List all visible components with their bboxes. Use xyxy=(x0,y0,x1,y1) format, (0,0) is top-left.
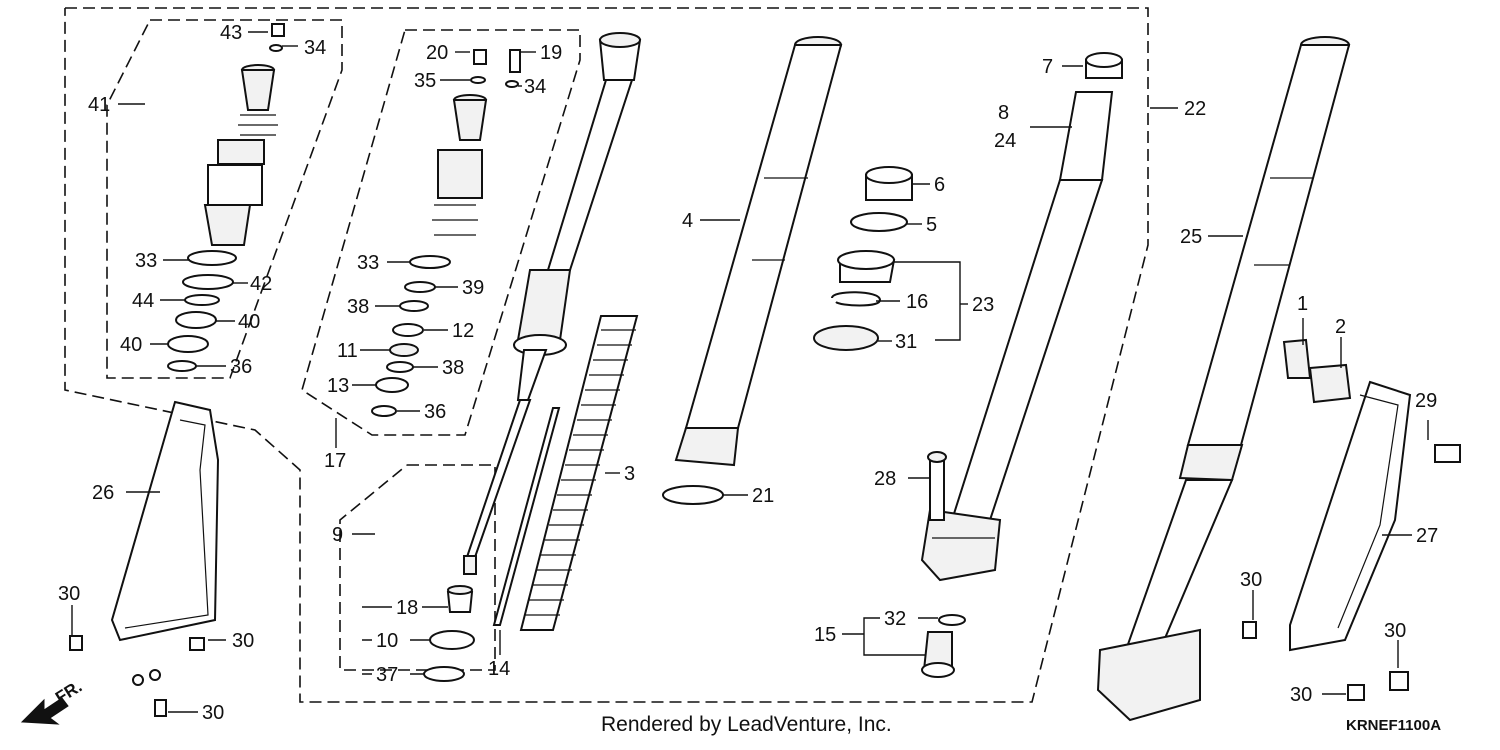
part-label-28: 28 xyxy=(874,468,896,490)
part-label-30b: 30 xyxy=(232,630,254,652)
part-label-32: 32 xyxy=(884,608,906,630)
air-valve-15 xyxy=(921,614,966,678)
part-label-6: 6 xyxy=(934,174,945,196)
part-label-41: 41 xyxy=(88,94,110,116)
part-label-39: 39 xyxy=(462,277,484,299)
part-label-44: 44 xyxy=(132,290,154,312)
fork-guard-27 xyxy=(1242,338,1461,701)
part-label-38b: 38 xyxy=(442,357,464,379)
part-label-35: 35 xyxy=(414,70,436,92)
part-label-40b: 40 xyxy=(120,334,142,356)
part-label-2: 2 xyxy=(1335,316,1346,338)
leader-lines xyxy=(71,31,1429,713)
fork-guard-26 xyxy=(69,400,220,717)
part-label-10: 10 xyxy=(376,630,398,652)
group-outlines xyxy=(64,7,1149,703)
outer-tube-4 xyxy=(662,36,843,505)
part-label-36b: 36 xyxy=(424,401,446,423)
part-label-14: 14 xyxy=(488,658,510,680)
part-label-20: 20 xyxy=(426,42,448,64)
part-label-26: 26 xyxy=(92,482,114,504)
part-label-30c: 30 xyxy=(202,702,224,724)
valve-assembly-41 xyxy=(167,23,285,372)
part-label-18: 18 xyxy=(396,597,418,619)
part-label-30e: 30 xyxy=(1384,620,1406,642)
part-label-9: 9 xyxy=(332,524,343,546)
part-label-34a: 34 xyxy=(304,37,326,59)
part-label-24: 24 xyxy=(994,130,1016,152)
part-label-34b: 34 xyxy=(524,76,546,98)
part-label-12: 12 xyxy=(452,320,474,342)
part-label-21: 21 xyxy=(752,485,774,507)
part-label-31: 31 xyxy=(895,331,917,353)
seal-stack xyxy=(813,166,913,351)
part-label-27: 27 xyxy=(1416,525,1438,547)
part-label-13: 13 xyxy=(327,375,349,397)
part-label-29: 29 xyxy=(1415,390,1437,412)
part-label-25: 25 xyxy=(1180,226,1202,248)
part-label-33a: 33 xyxy=(135,250,157,272)
part-label-23: 23 xyxy=(972,294,994,316)
front-arrow-icon xyxy=(20,697,69,725)
part-label-30a: 30 xyxy=(58,583,80,605)
part-number-labels: 43 34 41 33 42 44 40 40 36 20 19 35 34 3… xyxy=(58,22,1438,724)
part-label-38a: 38 xyxy=(347,296,369,318)
part-label-40a: 40 xyxy=(238,311,260,333)
part-label-33b: 33 xyxy=(357,252,379,274)
part-label-30f: 30 xyxy=(1290,684,1312,706)
part-label-1: 1 xyxy=(1297,293,1308,315)
part-label-43: 43 xyxy=(220,22,242,44)
inner-tube-8-24 xyxy=(920,52,1123,582)
part-label-5: 5 xyxy=(926,214,937,236)
part-label-3: 3 xyxy=(624,463,635,485)
part-label-37: 37 xyxy=(376,664,398,686)
part-label-42: 42 xyxy=(250,273,272,295)
render-credit: Rendered by LeadVenture, Inc. xyxy=(601,713,892,736)
part-label-36a: 36 xyxy=(230,356,252,378)
part-label-4: 4 xyxy=(682,210,693,232)
part-label-17: 17 xyxy=(324,450,346,472)
part-label-15: 15 xyxy=(814,624,836,646)
fork-assembly-25 xyxy=(1096,36,1351,722)
part-label-8: 8 xyxy=(998,102,1009,124)
part-label-30d: 30 xyxy=(1240,569,1262,591)
part-label-19: 19 xyxy=(540,42,562,64)
part-label-7: 7 xyxy=(1042,56,1053,78)
fork-spring-3 xyxy=(492,315,639,631)
part-label-16: 16 xyxy=(906,291,928,313)
part-label-11: 11 xyxy=(337,340,358,362)
diagram-code: KRNEF1100A xyxy=(1346,717,1441,734)
part-label-22: 22 xyxy=(1184,98,1206,120)
front-direction-marker: FR. xyxy=(20,677,85,725)
damper-rod-9 xyxy=(423,32,642,682)
